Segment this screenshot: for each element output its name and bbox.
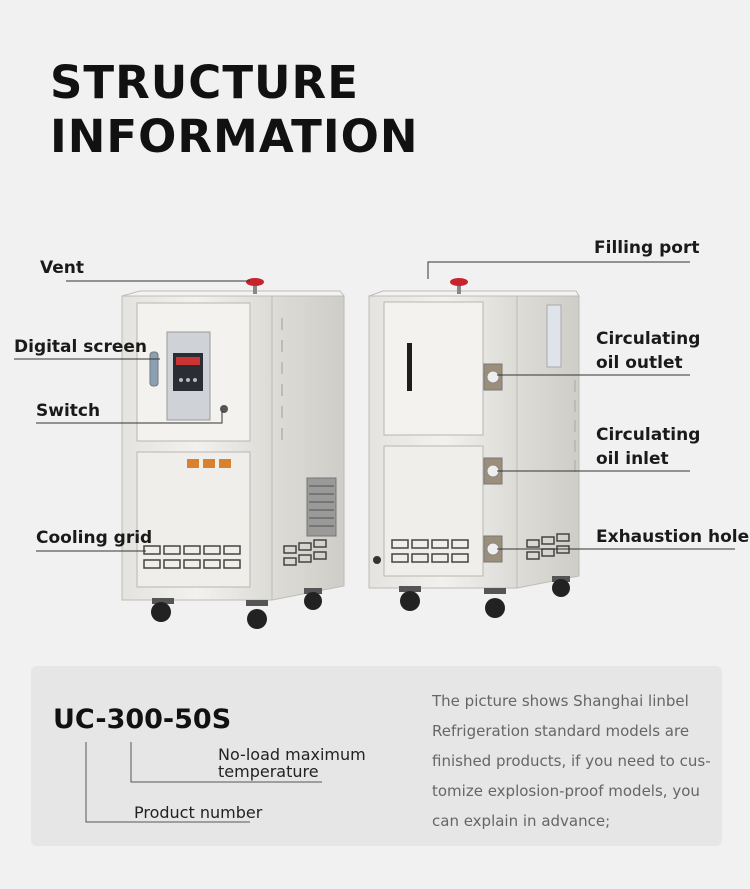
- page-title: STRUCTURE INFORMATION: [50, 56, 419, 164]
- annotation-temperature-line-2: temperature: [218, 762, 319, 781]
- label-outlet-line-2: oil outlet: [596, 353, 683, 373]
- annotation-temperature: No-load maximum temperature: [218, 746, 366, 780]
- label-vent: Vent: [40, 258, 84, 278]
- title-line-2: INFORMATION: [50, 110, 419, 163]
- label-switch: Switch: [36, 401, 101, 421]
- model-info-panel: [31, 666, 722, 846]
- annotation-temperature-line-1: No-load maximum: [218, 745, 366, 764]
- leader-lines: [14, 261, 735, 552]
- machine-illustration: [14, 261, 735, 629]
- label-filling-port: Filling port: [594, 238, 700, 258]
- label-inlet-line-1: Circulating: [596, 425, 701, 445]
- description-line-3: finished products, if you need to cus-: [432, 752, 711, 770]
- title-line-1: STRUCTURE: [50, 56, 359, 109]
- label-exhaustion-hole: Exhaustion hole: [596, 527, 750, 547]
- description-line-2: Refrigeration standard models are: [432, 722, 690, 740]
- label-outlet-line-1: Circulating: [596, 329, 701, 349]
- label-inlet-line-2: oil inlet: [596, 449, 669, 469]
- label-circulating-oil-outlet: Circulating oil outlet: [596, 327, 736, 375]
- description-line-5: can explain in advance;: [432, 812, 611, 830]
- model-code: UC-300-50S: [53, 704, 232, 735]
- front-machine: [121, 278, 346, 629]
- annotation-product-number: Product number: [134, 803, 263, 822]
- label-cooling-grid: Cooling grid: [36, 528, 153, 548]
- description: The picture shows Shanghai linbel Refrig…: [432, 686, 712, 836]
- description-line-1: The picture shows Shanghai linbel: [432, 692, 689, 710]
- rear-machine: [368, 278, 580, 618]
- description-line-4: tomize explosion-proof models, you: [432, 782, 700, 800]
- label-circulating-oil-inlet: Circulating oil inlet: [596, 423, 736, 471]
- label-digital-screen: Digital screen: [14, 337, 148, 357]
